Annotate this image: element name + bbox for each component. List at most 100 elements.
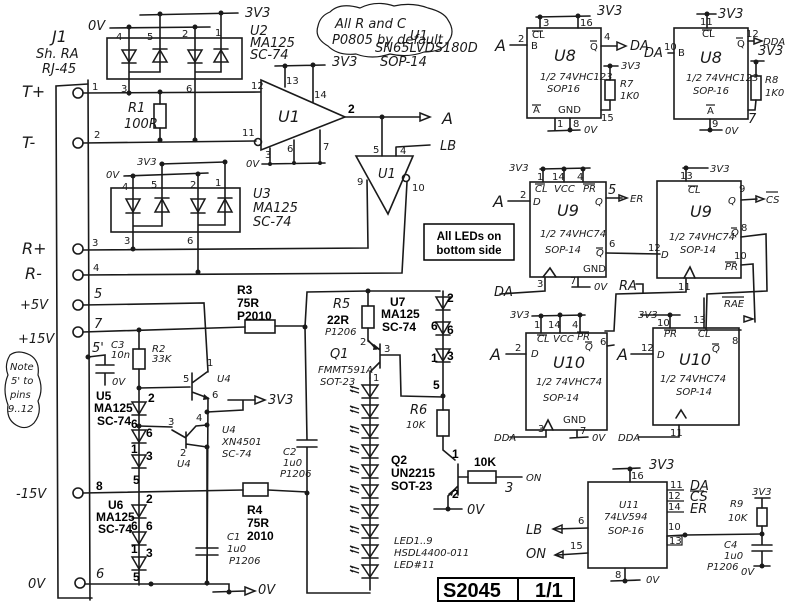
- svg-text:GND: GND: [583, 264, 606, 275]
- svg-text:7: 7: [570, 276, 576, 287]
- svg-text:CS: CS: [690, 490, 708, 505]
- svg-text:PR: PR: [583, 184, 596, 195]
- svg-text:0V: 0V: [741, 567, 755, 578]
- svg-text:R4: R4: [247, 503, 263, 517]
- r4-resistor: [242, 482, 269, 497]
- svg-text:Q: Q: [585, 342, 593, 353]
- svg-text:100R: 100R: [124, 117, 158, 132]
- u1-driver: U1 12 11 3V3 13 14 0V 3 6 7 2 A U1 SN65L…: [242, 29, 478, 170]
- light-emission-icon: [349, 425, 360, 434]
- svg-text:3: 3: [538, 424, 544, 435]
- svg-text:3: 3: [543, 18, 549, 29]
- svg-text:0V: 0V: [584, 125, 598, 136]
- j1-desc2: RJ-45: [42, 62, 76, 77]
- svg-text:0V: 0V: [246, 159, 260, 170]
- svg-text:Note: Note: [10, 362, 34, 373]
- svg-text:1: 1: [534, 320, 540, 331]
- svg-text:SC-74: SC-74: [250, 48, 289, 63]
- svg-text:11: 11: [700, 17, 713, 28]
- svg-text:14: 14: [552, 172, 565, 183]
- svg-text:U4: U4: [222, 425, 236, 436]
- svg-text:1: 1: [537, 172, 543, 183]
- terminal-minus-15v[interactable]: -15V 8: [16, 479, 103, 502]
- svg-text:8: 8: [615, 570, 621, 581]
- svg-text:C2: C2: [283, 447, 296, 458]
- svg-text:DA: DA: [644, 46, 663, 61]
- terminal-0v[interactable]: 0V 6: [28, 567, 104, 592]
- svg-text:3: 3: [168, 417, 174, 428]
- svg-text:Q: Q: [737, 39, 745, 50]
- u2-diode-array: 3V3 0V 4 5 2 1 3 6 U2 MA125 SC-74: [88, 6, 295, 141]
- svg-text:3: 3: [265, 150, 271, 161]
- svg-text:UN2215: UN2215: [391, 466, 435, 480]
- svg-text:10: 10: [657, 318, 670, 329]
- svg-text:0V: 0V: [594, 282, 608, 293]
- svg-text:10: 10: [412, 183, 425, 194]
- light-emission-icon: [349, 505, 360, 514]
- svg-text:DA: DA: [630, 39, 649, 54]
- svg-text:FMMT591A: FMMT591A: [318, 365, 373, 376]
- svg-text:RA: RA: [619, 279, 637, 294]
- svg-text:1u0: 1u0: [227, 544, 246, 555]
- svg-text:ER: ER: [630, 194, 643, 205]
- svg-text:11: 11: [670, 480, 683, 491]
- svg-text:U8: U8: [554, 46, 576, 65]
- q2-base-resistor: [467, 470, 497, 484]
- light-emission-icon: [349, 545, 360, 554]
- svg-text:SOP-14: SOP-14: [545, 245, 581, 256]
- svg-text:0V: 0V: [28, 577, 46, 592]
- svg-text:74LV594: 74LV594: [604, 512, 648, 523]
- svg-text:ON: ON: [526, 473, 542, 484]
- svg-text:0V: 0V: [592, 433, 606, 444]
- svg-text:12: 12: [746, 29, 759, 40]
- svg-text:P1206: P1206: [229, 556, 260, 567]
- svg-text:A: A: [533, 105, 540, 116]
- svg-text:R5: R5: [333, 297, 350, 312]
- svg-text:0V: 0V: [106, 170, 120, 181]
- led-diode: [349, 544, 380, 559]
- svg-text:Q: Q: [728, 196, 736, 207]
- r5-resistor: [361, 305, 375, 329]
- light-emission-icon: [349, 405, 360, 414]
- svg-text:CS: CS: [766, 195, 780, 206]
- svg-text:33K: 33K: [152, 354, 173, 365]
- svg-text:6: 6: [187, 236, 193, 247]
- svg-text:SOP-14: SOP-14: [380, 55, 427, 70]
- led-diode: [349, 424, 380, 439]
- r8-resistor: [750, 75, 762, 101]
- terminal-plus-15v[interactable]: +15V 7: [18, 317, 103, 347]
- svg-text:12: 12: [641, 343, 654, 354]
- svg-text:DA: DA: [690, 479, 709, 494]
- svg-text:C3: C3: [111, 340, 124, 351]
- svg-text:1: 1: [431, 351, 438, 365]
- net-lb: LB: [440, 139, 456, 154]
- svg-text:15: 15: [601, 113, 614, 124]
- svg-text:P2010: P2010: [237, 309, 272, 323]
- svg-text:1: 1: [452, 447, 459, 461]
- svg-text:3V3: 3V3: [710, 164, 730, 175]
- svg-text:1K0: 1K0: [620, 91, 639, 102]
- svg-text:1: 1: [215, 28, 221, 39]
- svg-text:12: 12: [251, 81, 264, 92]
- svg-text:3V3: 3V3: [137, 157, 157, 168]
- led-diode: [349, 384, 380, 399]
- svg-text:22R: 22R: [327, 313, 349, 327]
- svg-text:R1: R1: [128, 101, 145, 116]
- svg-text:13: 13: [286, 76, 299, 87]
- svg-text:RAE: RAE: [724, 299, 745, 310]
- svg-text:16: 16: [580, 18, 593, 29]
- u8b-monostable: 3V3 11 CL DA 10 B 12 Q DDA U8 1/2 74VHC1…: [644, 7, 785, 137]
- light-emission-icon: [349, 525, 360, 534]
- svg-text:3: 3: [124, 236, 130, 247]
- svg-text:75R: 75R: [237, 296, 259, 310]
- svg-text:MA125: MA125: [96, 510, 135, 524]
- svg-text:8: 8: [732, 336, 738, 347]
- svg-text:U8: U8: [700, 48, 722, 67]
- svg-text:CL: CL: [532, 30, 545, 41]
- svg-text:R-: R-: [25, 264, 42, 283]
- svg-text:MA125: MA125: [94, 401, 133, 415]
- terminal-plus-5v[interactable]: +5V 5: [20, 287, 102, 313]
- u10b-flipflop: 3V3 10 13 PR CL A 12 D 8 Q U10 1/2 74VHC…: [616, 297, 740, 444]
- led-diode: [349, 444, 380, 459]
- terminal-r-plus[interactable]: R+ 3: [22, 238, 98, 258]
